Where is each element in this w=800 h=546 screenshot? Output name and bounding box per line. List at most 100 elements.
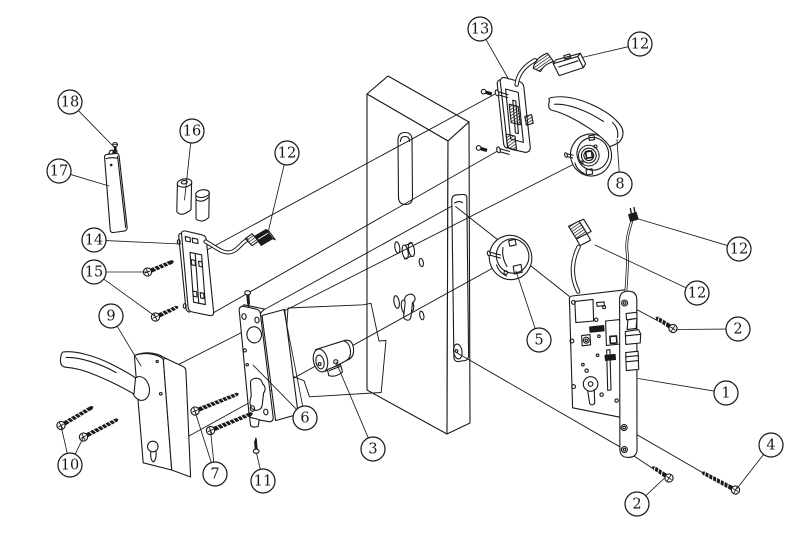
balloon-number: 8: [615, 177, 624, 193]
screw: [701, 471, 741, 495]
leader-line: [515, 270, 536, 330]
latch-bolt: [624, 329, 642, 345]
handle-lever: [59, 351, 137, 395]
batteries: [176, 178, 210, 222]
door-front-slot: [397, 131, 414, 206]
handle-lever: [548, 96, 624, 148]
screw: [190, 392, 239, 416]
callout-7-8: 7: [194, 411, 228, 487]
balloon-number: 12: [688, 286, 706, 302]
balloon-number: 9: [106, 309, 115, 325]
balloon-number: 6: [300, 411, 309, 427]
balloon-number: 4: [766, 438, 775, 454]
leader-line: [616, 139, 620, 173]
door-spindle-hole: [394, 241, 424, 268]
interior-handle: [548, 96, 624, 177]
screw: [56, 405, 94, 431]
door-panel: [366, 75, 471, 435]
leader-line: [335, 361, 369, 439]
wire-connector: [624, 206, 639, 292]
screw: [655, 316, 678, 334]
balloon-number: 1: [721, 386, 730, 402]
handle-plate-side: [162, 357, 192, 478]
balloon-circle: [81, 227, 107, 253]
plate-top-screw: [244, 290, 252, 308]
balloon-number: 10: [61, 458, 79, 474]
balloon-circle: [467, 16, 493, 42]
balloon-circle: [292, 405, 318, 431]
callout-9-6: 9: [98, 303, 142, 367]
balloon-number: 2: [632, 497, 641, 513]
leader-line: [638, 218, 728, 246]
balloon-number: 18: [61, 95, 79, 111]
lock-cables: [568, 206, 639, 294]
cover-screw: [112, 142, 119, 155]
callout-3-11: 3: [335, 361, 386, 462]
module-cable: [203, 229, 276, 255]
balloon-circle: [627, 31, 653, 57]
callout-4-20: 4: [736, 432, 784, 489]
callout-8-14: 8: [607, 139, 633, 197]
balloon-number: 12: [730, 242, 748, 258]
balloon-number: 2: [733, 322, 742, 338]
balloon-circle: [179, 118, 205, 144]
balloon-circle: [360, 436, 386, 462]
balloon-circle: [98, 303, 124, 329]
leader-line: [103, 278, 156, 317]
screw: [142, 260, 174, 277]
balloon-number: 7: [210, 467, 219, 483]
balloon-circle: [57, 89, 83, 115]
callout-11-9: 11: [250, 452, 276, 494]
handle-hub: [577, 144, 600, 167]
leader-line: [267, 164, 285, 233]
balloon-circle: [81, 259, 107, 285]
balloon-circle: [274, 140, 300, 166]
leader-line: [184, 142, 192, 201]
callout-12-15: 12: [638, 218, 752, 262]
balloon-circle: [725, 316, 751, 342]
balloon-circle: [202, 461, 228, 487]
exterior-module: [176, 229, 276, 317]
balloon-circle: [726, 236, 752, 262]
callout-15-4: 15: [81, 259, 156, 317]
callout-16-2: 16: [179, 118, 205, 201]
screw: [205, 412, 253, 436]
balloon-circle: [46, 158, 72, 184]
balloon-number: 5: [534, 333, 543, 349]
leader-line: [581, 46, 629, 58]
balloon-number: 17: [50, 164, 68, 180]
mortise-lock-body: [568, 289, 642, 458]
callout-2-21: 2: [624, 478, 665, 517]
module-cable: [514, 52, 587, 87]
callout-12-17: 12: [594, 244, 710, 306]
screw: [652, 465, 674, 483]
balloon-circle: [607, 171, 633, 197]
leader-line: [116, 325, 142, 367]
callout-6-10: 6: [252, 310, 318, 431]
callout-2-18: 2: [676, 316, 751, 342]
leader-line: [736, 454, 765, 489]
balloon-circle: [624, 491, 650, 517]
door-cylinder-hole: [393, 293, 425, 321]
callout-10-7: 10: [57, 425, 84, 478]
spacer-ring: [486, 234, 533, 281]
leader-line: [645, 478, 665, 497]
balloon-circle: [57, 452, 83, 478]
callout-1-19: 1: [637, 378, 739, 406]
leader-line: [194, 411, 212, 463]
balloon-number: 3: [368, 442, 377, 458]
ring-pin: [486, 250, 502, 259]
balloon-number: 14: [85, 233, 103, 249]
leader-line: [105, 240, 182, 245]
balloon-circle: [526, 327, 552, 353]
battery-cover: [104, 149, 128, 234]
screw: [150, 305, 179, 322]
balloon-circle: [684, 280, 710, 306]
callout-12-5: 12: [267, 140, 300, 233]
spindle-plate: [238, 290, 299, 454]
module-posts: [475, 88, 511, 155]
leader-line: [77, 110, 114, 147]
balloon-circle: [758, 432, 784, 458]
